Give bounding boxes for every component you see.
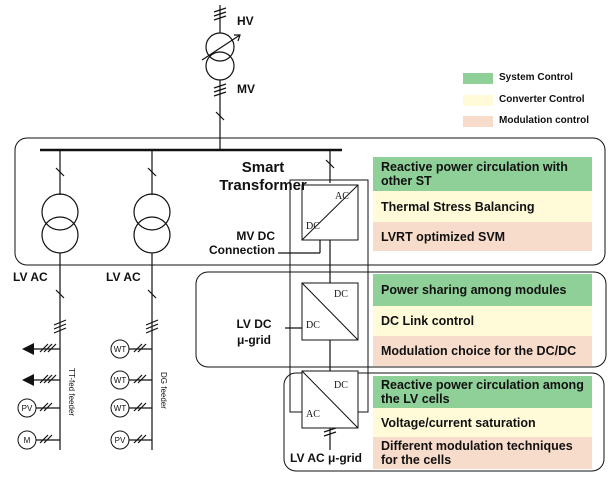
load-arrow-1: [22, 343, 34, 355]
wt-unit-2: [110, 370, 130, 390]
st-title-line2: Transformer: [219, 177, 307, 194]
conv1-bottom: DC: [306, 221, 320, 232]
lvac-converter-control: Voltage/current saturation: [373, 408, 592, 437]
pv-unit-left: [17, 398, 37, 418]
legend-swatch-system: [463, 73, 493, 84]
st-title-line1: Smart: [241, 159, 285, 176]
wt2-text: WT: [113, 376, 127, 385]
mv-label: MV: [237, 82, 255, 96]
lvac-enclosure: [283, 372, 605, 472]
conv1-top: AC: [335, 191, 349, 202]
tt-feeder-branches: [28, 343, 60, 444]
conv3-bottom: AC: [306, 409, 320, 420]
lvdc-converter-control: DC Link control: [373, 306, 592, 336]
m-left-text: M: [23, 436, 31, 445]
lv-transformer-mid: [133, 150, 171, 450]
wt-unit-1: [110, 339, 130, 359]
legend-swatch-converter: [463, 95, 493, 106]
wt-unit-3: [110, 398, 130, 418]
converter-ac-dc: [301, 184, 359, 241]
lvac-mid-label: LV AC: [106, 270, 141, 284]
lvdc-enclosure: [195, 271, 607, 368]
dg-feeder-branches: [128, 343, 152, 444]
lv-transformer-left: [41, 150, 79, 450]
pv-left-text: PV: [21, 404, 33, 413]
converter-dc-ac: [301, 370, 359, 429]
lvdc-modulation-control: Modulation choice for the DC/DC: [373, 336, 592, 366]
conv2-top: DC: [334, 289, 348, 300]
legend-swatch-modulation: [463, 116, 493, 127]
legend-label-modulation: Modulation control: [499, 115, 589, 126]
lvdc-system-control: Power sharing among modules: [373, 274, 592, 306]
mvdc-label-line2: Connection: [209, 243, 275, 257]
load-arrow-2: [22, 374, 34, 386]
conv3-top: DC: [334, 380, 348, 391]
lvdc-label-line2: μ-grid: [236, 333, 271, 347]
mv-system-control: Reactive power circulation with other ST: [373, 157, 592, 191]
lvac-mugrid-label: LV AC μ-grid: [290, 451, 362, 465]
lvac-left-label: LV AC: [13, 270, 48, 284]
hv-label: HV: [237, 14, 254, 28]
hv-mv-transformer: [201, 5, 241, 125]
legend-label-converter: Converter Control: [499, 94, 585, 105]
pv-unit-mid: [110, 430, 130, 450]
motor-unit: [17, 430, 37, 450]
conv2-bottom: DC: [306, 320, 320, 331]
wt1-text: WT: [113, 345, 127, 354]
pv-mid-text: PV: [114, 436, 126, 445]
lvac-modulation-control: Different modulation techniques for the …: [373, 437, 592, 469]
st-enclosure: [14, 137, 606, 266]
mv-modulation-control: LVRT optimized SVM: [373, 222, 592, 251]
dg-feeder-label: DG feeder: [159, 372, 168, 409]
mv-converter-control: Thermal Stress Balancing: [373, 191, 592, 222]
legend-label-system: System Control: [499, 72, 573, 83]
tt-feeder-label: TT-fed feeder: [67, 368, 76, 417]
wt3-text: WT: [113, 404, 127, 413]
mvdc-label-line1: MV DC: [236, 229, 275, 243]
lvac-system-control: Reactive power circulation among the LV …: [373, 376, 592, 408]
lvdc-label-line1: LV DC: [236, 317, 272, 331]
converter-dc-dc: [301, 282, 359, 341]
